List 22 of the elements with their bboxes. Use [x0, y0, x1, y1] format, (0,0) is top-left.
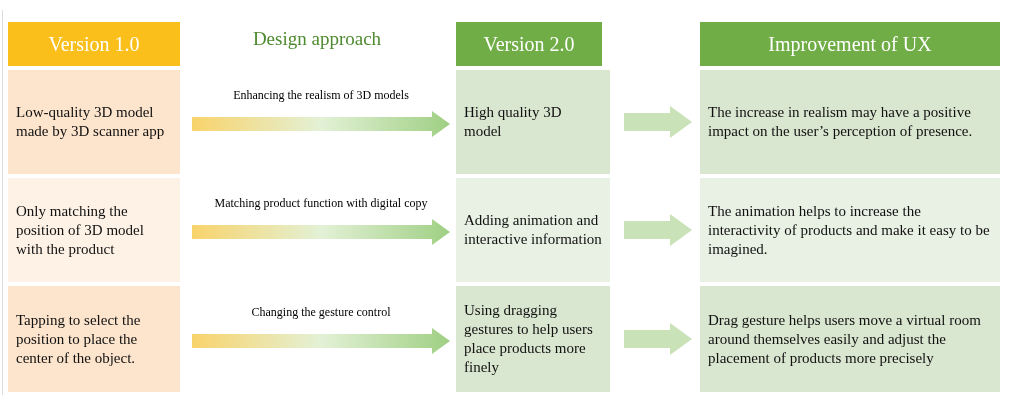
column-header: Improvement of UX [700, 22, 1000, 66]
table-cell: The animation helps to increase the interactivity of products and make it easy to be imagined. [700, 178, 1000, 282]
column-title: Design approach [252, 28, 382, 50]
table-cell: Drag gesture helps users move a virtual room around themselves easily and adjust the placement of products more precisely [700, 286, 1000, 392]
block-arrow [192, 111, 450, 137]
edge-label: Changing the gesture control [251, 305, 391, 320]
table-cell: Adding animation and interactive information [456, 178, 610, 282]
block-arrow [192, 328, 450, 354]
column-header: Version 1.0 [8, 22, 180, 66]
table-cell: High quality 3D model [456, 70, 610, 174]
table-cell: The increase in realism may have a positive impact on the user’s perception of presence. [700, 70, 1000, 174]
column-header: Version 2.0 [456, 22, 602, 66]
block-arrow [192, 219, 450, 245]
table-cell: Tapping to select the position to place the center of the object. [8, 286, 180, 392]
edge-label: Matching product function with digital copy [214, 196, 428, 211]
block-arrow [624, 106, 692, 138]
edge-label: Enhancing the realism of 3D models [233, 88, 409, 103]
block-arrow [624, 214, 692, 246]
table-cell: Low-quality 3D model made by 3D scanner app [8, 70, 180, 174]
block-arrow [624, 323, 692, 355]
table-cell: Only matching the position of 3D model with the product [8, 178, 180, 282]
table-cell: Using dragging gestures to help users place products more finely [456, 286, 610, 392]
